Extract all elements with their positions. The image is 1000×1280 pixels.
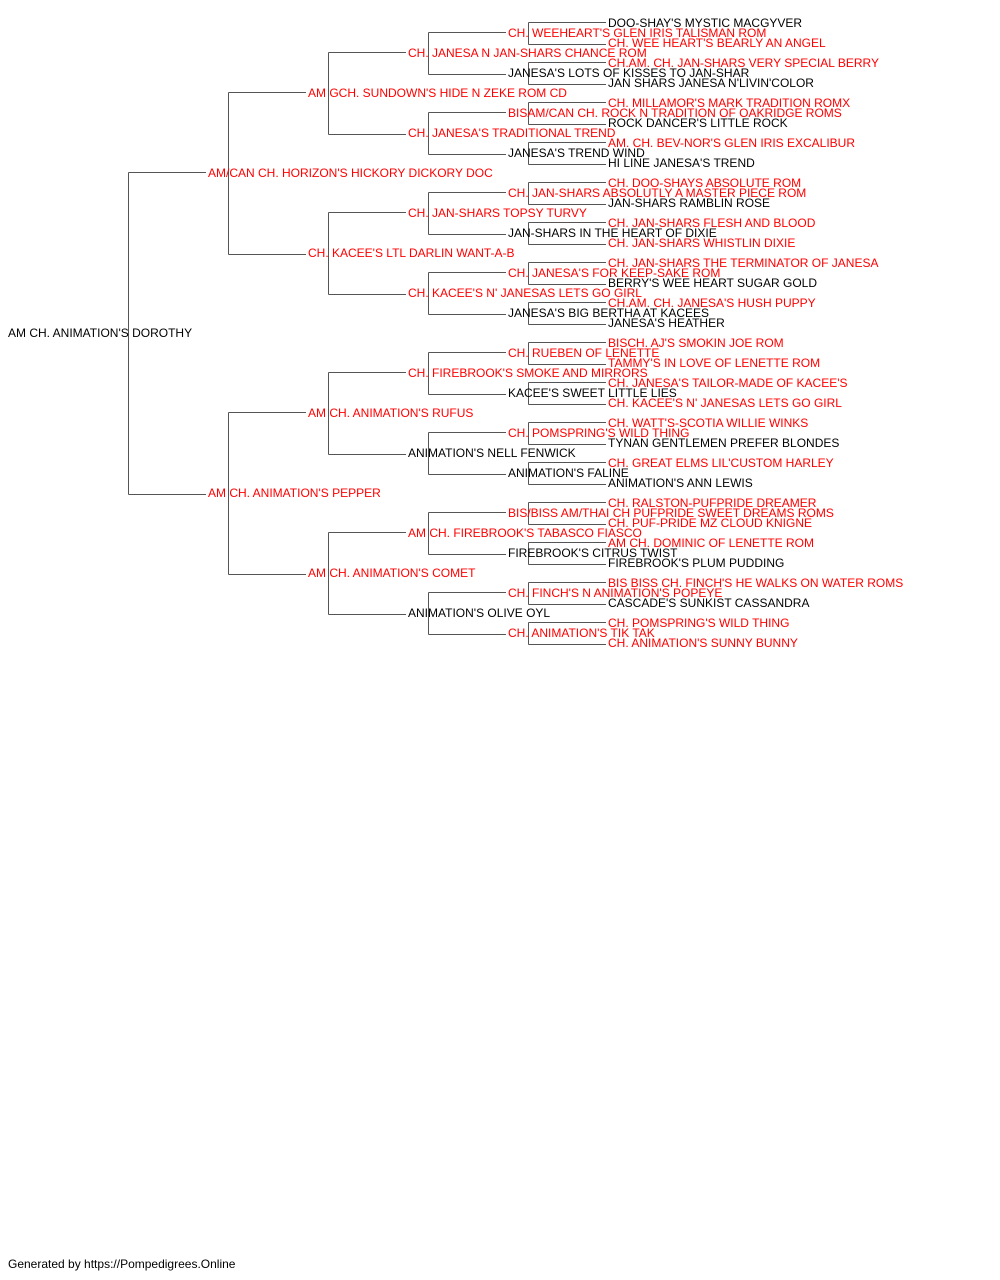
pedigree-entry-gen3: ANIMATION'S OLIVE OYL [408, 606, 551, 620]
pedigree-entry-gen5: CH. WATT'S-SCOTIA WILLIE WINKS [608, 416, 809, 430]
pedigree-entry-gen5: CH. POMSPRING'S WILD THING [608, 616, 790, 630]
pedigree-entry-gen5: BERRY'S WEE HEART SUGAR GOLD [608, 276, 818, 290]
pedigree-entry-gen5: CH.AM. CH. JANESA'S HUSH PUPPY [608, 296, 816, 310]
pedigree-entry-gen5: CH. ANIMATION'S SUNNY BUNNY [608, 636, 798, 650]
pedigree-entry-gen5: CH. JAN-SHARS FLESH AND BLOOD [608, 216, 816, 230]
pedigree-entry-gen5: CH.AM. CH. JAN-SHARS VERY SPECIAL BERRY [608, 56, 879, 70]
pedigree-entry-gen4: CH. JAN-SHARS ABSOLUTLY A MASTER PIECE R… [508, 186, 807, 200]
pedigree-entry-gen5: JANESA'S HEATHER [608, 316, 725, 330]
pedigree-entry-gen4: CH. POMSPRING'S WILD THING [508, 426, 690, 440]
pedigree-entry-gen4: JANESA'S LOTS OF KISSES TO JAN-SHAR [508, 66, 750, 80]
pedigree-entry-gen4: CH. ANIMATION'S TIK TAK [508, 626, 655, 640]
pedigree-entry-gen5: CH. JANESA'S TAILOR-MADE OF KACEE'S [608, 376, 848, 390]
pedigree-entry-gen3: ANIMATION'S NELL FENWICK [408, 446, 576, 460]
footer-credit: Generated by https://Pompedigrees.Online [8, 1257, 236, 1271]
pedigree-entry-gen4: FIREBROOK'S CITRUS TWIST [508, 546, 678, 560]
pedigree-entry-gen5: TAMMY'S IN LOVE OF LENETTE ROM [608, 356, 821, 370]
pedigree-entry-gen4: ANIMATION'S FALINE [508, 466, 629, 480]
pedigree-entry-gen2: AM GCH. SUNDOWN'S HIDE N ZEKE ROM CD [308, 86, 567, 100]
pedigree-entry-gen3: CH. FIREBROOK'S SMOKE AND MIRRORS [408, 366, 648, 380]
pedigree-entry-gen5: CH. MILLAMOR'S MARK TRADITION ROMX [608, 96, 851, 110]
pedigree-entry-gen1: AM CH. ANIMATION'S PEPPER [208, 486, 381, 500]
pedigree-entry-gen5: CH. PUF-PRIDE MZ CLOUD KNIGNE [608, 516, 813, 530]
pedigree-entry-gen1: AM/CAN CH. HORIZON'S HICKORY DICKORY DOC [208, 166, 493, 180]
pedigree-entry-gen4: KACEE'S SWEET LITTLE LIES [508, 386, 677, 400]
pedigree-entry-gen5: CH. WEE HEART'S BEARLY AN ANGEL [608, 36, 826, 50]
pedigree-entry-gen5: CH. DOO-SHAYS ABSOLUTE ROM [608, 176, 802, 190]
pedigree-entry-gen5: CASCADE'S SUNKIST CASSANDRA [608, 596, 810, 610]
pedigree-entry-gen5: JAN-SHARS RAMBLIN ROSE [608, 196, 771, 210]
pedigree-entry-gen2: AM CH. ANIMATION'S RUFUS [308, 406, 474, 420]
pedigree-entry-gen4: JAN-SHARS IN THE HEART OF DIXIE [508, 226, 717, 240]
pedigree-entry-gen4: CH. JANESA'S FOR KEEP-SAKE ROM [508, 266, 721, 280]
pedigree-entry-gen5: TYNAN GENTLEMEN PREFER BLONDES [608, 436, 840, 450]
pedigree-entry-gen5: BISCH. AJ'S SMOKIN JOE ROM [608, 336, 784, 350]
pedigree-entry-gen5: AM. CH. BEV-NOR'S GLEN IRIS EXCALIBUR [608, 136, 856, 150]
pedigree-entry-gen5: DOO-SHAY'S MYSTIC MACGYVER [608, 16, 803, 30]
pedigree-entry-gen2: CH. KACEE'S LTL DARLIN WANT-A-B [308, 246, 515, 260]
pedigree-entry-gen5: BIS BISS CH. FINCH'S HE WALKS ON WATER R… [608, 576, 904, 590]
pedigree-entry-gen3: CH. JANESA N JAN-SHARS CHANCE ROM [408, 46, 647, 60]
pedigree-entry-gen4: CH. RUEBEN OF LENETTE [508, 346, 660, 360]
pedigree-entry-gen5: CH. JAN-SHARS THE TERMINATOR OF JANESA [608, 256, 879, 270]
pedigree-entry-gen3: CH. JANESA'S TRADITIONAL TREND [408, 126, 616, 140]
pedigree-entry-gen5: AM CH. DOMINIC OF LENETTE ROM [608, 536, 815, 550]
pedigree-entry-gen4: BIS/BISS AM/THAI CH PUFPRIDE SWEET DREAM… [508, 506, 834, 520]
pedigree-entry-gen4: CH. WEEHEART'S GLEN IRIS TALISMAN ROM [508, 26, 767, 40]
pedigree-entry-gen5: CH. JAN-SHARS WHISTLIN DIXIE [608, 236, 796, 250]
pedigree-entry-gen4: JANESA'S BIG BERTHA AT KACEES [508, 306, 710, 320]
pedigree-entry-gen3: AM CH. FIREBROOK'S TABASCO FIASCO [408, 526, 642, 540]
pedigree-entry-gen4: JANESA'S TREND WIND [508, 146, 645, 160]
pedigree-entry-gen2: AM CH. ANIMATION'S COMET [308, 566, 476, 580]
pedigree-entry-gen5: ROCK DANCER'S LITTLE ROCK [608, 116, 788, 130]
pedigree-entry-gen5: CH. RALSTON-PUFPRIDE DREAMER [608, 496, 817, 510]
pedigree-entry-gen4: BISAM/CAN CH. ROCK N TRADITION OF OAKRID… [508, 106, 842, 120]
pedigree-entry-gen4: CH. FINCH'S N ANIMATION'S POPEYE [508, 586, 723, 600]
pedigree-entry-gen5: ANIMATION'S ANN LEWIS [608, 476, 753, 490]
pedigree-entry-gen5: CH. GREAT ELMS LIL'CUSTOM HARLEY [608, 456, 834, 470]
pedigree-entry-gen3: CH. KACEE'S N' JANESAS LETS GO GIRL [408, 286, 642, 300]
pedigree-entry-gen3: CH. JAN-SHARS TOPSY TURVY [408, 206, 587, 220]
pedigree-entry-gen5: FIREBROOK'S PLUM PUDDING [608, 556, 785, 570]
pedigree-entry-gen5: HI LINE JANESA'S TREND [608, 156, 755, 170]
pedigree-entry-gen5: CH. KACEE'S N' JANESAS LETS GO GIRL [608, 396, 842, 410]
pedigree-entry-gen5: JAN SHARS JANESA N'LIVIN'COLOR [608, 76, 814, 90]
pedigree-entry-gen0: AM CH. ANIMATION'S DOROTHY [8, 326, 193, 340]
